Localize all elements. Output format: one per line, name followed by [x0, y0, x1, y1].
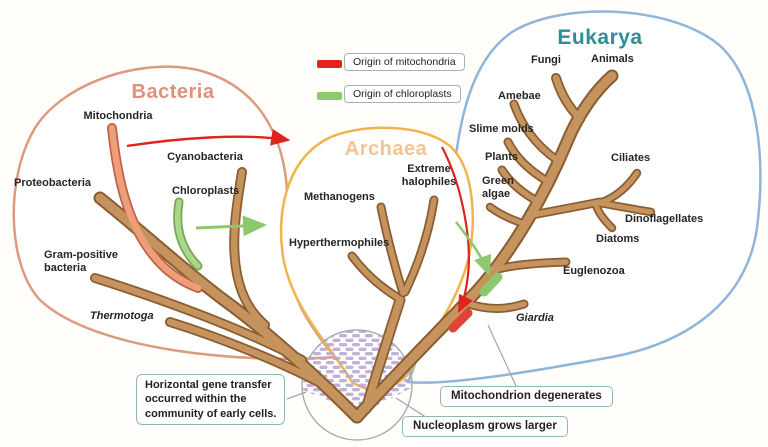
legend-origin-of-mitochondria: Origin of mitochondria [344, 53, 465, 71]
label-amebae: Amebae [498, 90, 541, 102]
label-thermotoga: Thermotoga [90, 310, 154, 322]
chloroplast-origin-band [479, 272, 503, 297]
label-chloroplasts: Chloroplasts [172, 185, 240, 197]
label-mitochondria: Mitochondria [83, 110, 153, 122]
early-cells-circle [301, 329, 413, 441]
label-animals: Animals [591, 53, 634, 65]
label-methanogens: Methanogens [304, 191, 375, 203]
label-slime-molds: Slime molds [469, 123, 534, 135]
legend-red-bar-icon [317, 60, 342, 68]
callout-horizontal-gene-transfer: Horizontal gene transfer occurred within… [136, 374, 286, 425]
chloroplast-to-eukarya-arrow [454, 221, 492, 277]
label-cyanobacteria: Cyanobacteria [167, 151, 243, 163]
bacteria-domain-label: Bacteria [131, 81, 215, 103]
mitochondria-origin-band [448, 308, 473, 333]
legend-green-bar-icon [317, 92, 342, 100]
label-ciliates: Ciliates [611, 152, 651, 164]
label-diatoms: Diatoms [596, 233, 640, 245]
label-plants: Plants [485, 151, 519, 163]
label-proteobacteria: Proteobacteria [14, 177, 92, 189]
tree-branches-fill [91, 71, 654, 422]
label-green-algae: Green algae [482, 175, 514, 201]
label-giardia: Giardia [516, 312, 554, 324]
label-dinoflagellates: Dinoflagellates [625, 213, 704, 225]
label-fungi: Fungi [531, 54, 561, 66]
label-hyperthermophiles: Hyperthermophiles [289, 237, 390, 249]
chloroplast-origin-arrow [195, 215, 267, 237]
label-euglenozoa: Euglenozoa [563, 265, 625, 277]
archaea-domain-label: Archaea [344, 138, 428, 160]
callout-nucleoplasm-grows-larger: Nucleoplasm grows larger [402, 416, 568, 437]
mitochondria-to-eukarya-arrow [441, 146, 473, 313]
label-extreme-halophiles: Extreme halophiles [401, 163, 457, 189]
label-gram-positive-bacteria: Gram-positive bacteria [44, 249, 118, 275]
mitochondria-origin-arrow [126, 129, 291, 148]
legend-origin-of-chloroplasts: Origin of chloroplasts [344, 85, 461, 103]
eukarya-domain-label: Eukarya [557, 26, 643, 49]
callout-mitochondrion-degenerates: Mitochondrion degenerates [440, 386, 613, 407]
